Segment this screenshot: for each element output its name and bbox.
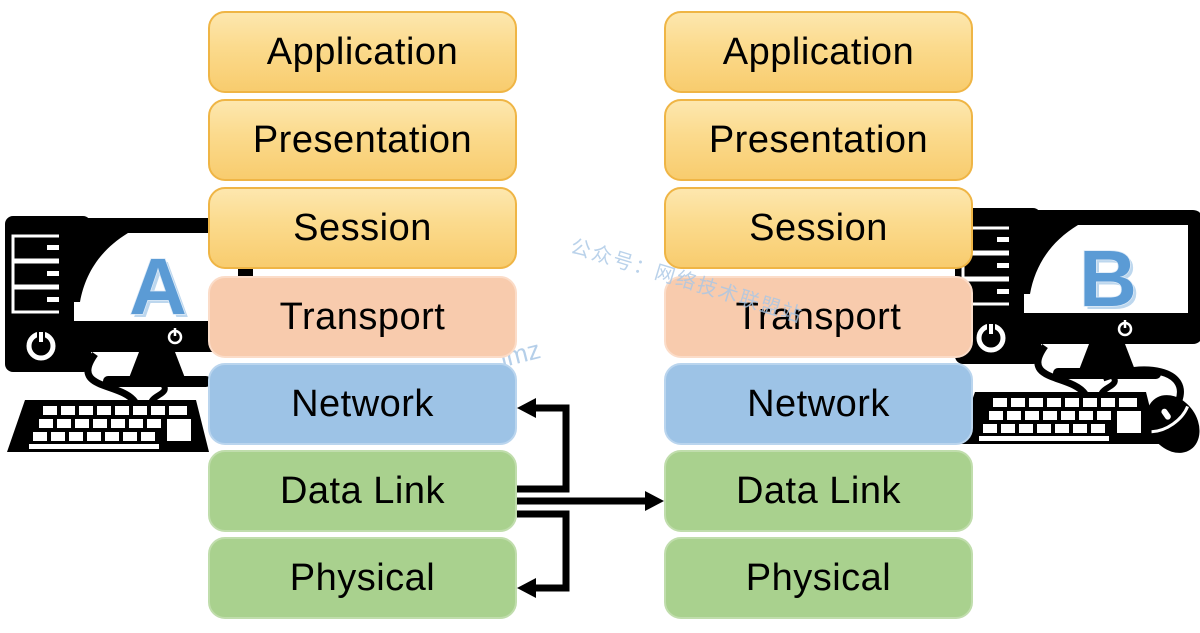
layer-datalink-a: Data Link xyxy=(208,450,517,532)
layer-network-a: Network xyxy=(208,363,517,445)
svg-text:B: B xyxy=(1082,237,1140,326)
computer-a-icon: A A xyxy=(3,190,263,470)
layer-transport-b: Transport xyxy=(664,276,973,358)
layer-session-a: Session xyxy=(208,187,517,269)
svg-text:B: B xyxy=(1079,234,1137,323)
computer-a-screen-letter: A A xyxy=(128,241,190,334)
osi-stack-a: Application Presentation Session Transpo… xyxy=(208,0,517,633)
layer-transport-a: Transport xyxy=(208,276,517,358)
svg-text:A: A xyxy=(132,245,190,334)
layer-presentation-b: Presentation xyxy=(664,99,973,181)
layer-physical-a: Physical xyxy=(208,537,517,619)
layer-physical-b: Physical xyxy=(664,537,973,619)
layer-datalink-b: Data Link xyxy=(664,450,973,532)
layer-network-b: Network xyxy=(664,363,973,445)
arrow-datalink-to-network xyxy=(517,398,570,493)
osi-stack-b: Application Presentation Session Transpo… xyxy=(664,0,973,633)
computer-b-screen-letter: B B xyxy=(1078,233,1140,326)
computer-b-icon: B B xyxy=(953,182,1200,462)
layer-session-b: Session xyxy=(664,187,973,269)
arrow-datalink-to-datalink xyxy=(517,491,664,511)
layer-application-a: Application xyxy=(208,11,517,93)
layer-application-b: Application xyxy=(664,11,973,93)
layer-presentation-a: Presentation xyxy=(208,99,517,181)
arrow-datalink-to-physical xyxy=(517,510,570,598)
svg-text:A: A xyxy=(129,242,187,331)
